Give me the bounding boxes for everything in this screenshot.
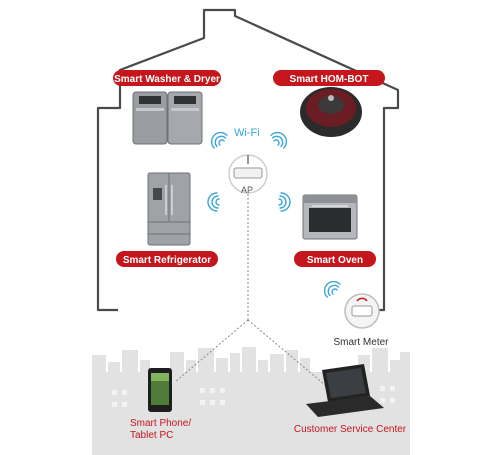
refrigerator-icon [147, 172, 191, 246]
washer-dryer-icon [132, 91, 203, 145]
wifi-signal-mid-right [278, 192, 291, 212]
smartphone-icon [148, 368, 172, 412]
house-outline [96, 8, 400, 312]
hombot-pill [273, 70, 385, 86]
service-node: Customer Service Center [294, 364, 407, 435]
wifi-signal-mid-left [207, 192, 220, 212]
hombot-label: Smart HOM-BOT [290, 74, 369, 85]
refrigerator-node: Smart Refrigerator [116, 172, 218, 267]
refrigerator-label: Smart Refrigerator [123, 255, 211, 266]
wifi-signal-top-left [210, 131, 228, 149]
ap-label: AP [241, 185, 253, 195]
skyline-windows [112, 386, 395, 407]
access-point: AP [228, 154, 268, 195]
wifi-label: Wi-Fi [234, 127, 260, 139]
washer-dryer-pill [113, 70, 221, 86]
smart-meter-icon [344, 293, 380, 329]
oven-label: Smart Oven [307, 255, 363, 266]
smart-meter-node: Smart Meter [333, 293, 389, 348]
ap-connection-lines [174, 190, 326, 386]
refrigerator-pill [116, 251, 218, 267]
phone-label-line2: Tablet PC [130, 430, 173, 441]
oven-icon [302, 194, 358, 240]
robot-vacuum-icon [300, 87, 362, 137]
laptop-icon [306, 364, 384, 417]
hombot-node: Smart HOM-BOT [273, 70, 385, 137]
washer-dryer-node: Smart Washer & Dryer [113, 70, 221, 145]
oven-pill [294, 251, 376, 267]
wifi-signal-meter [323, 280, 341, 298]
washer-dryer-label: Smart Washer & Dryer [114, 74, 220, 85]
phone-node: Smart Phone/ Tablet PC [130, 368, 191, 441]
oven-node: Smart Oven [294, 194, 376, 267]
phone-label-line1: Smart Phone/ [130, 418, 191, 429]
service-label: Customer Service Center [294, 424, 407, 435]
smart-meter-label: Smart Meter [333, 337, 389, 348]
wifi-signal-top-right [270, 131, 288, 149]
wifi-signals [207, 131, 341, 298]
